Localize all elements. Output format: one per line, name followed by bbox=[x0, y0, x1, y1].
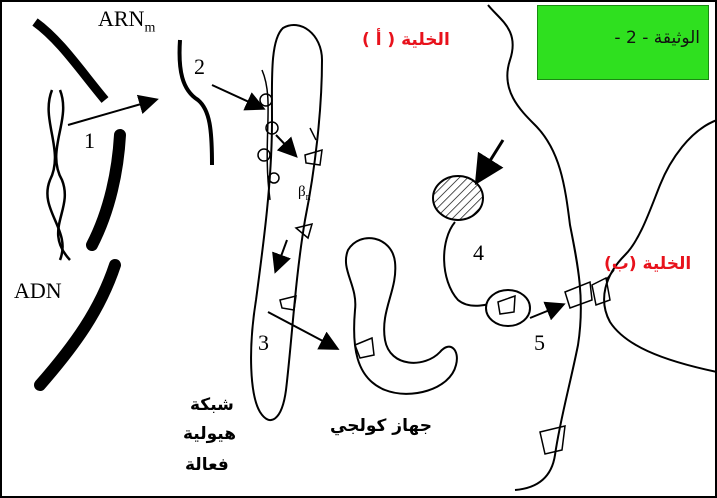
vesicle-lower bbox=[486, 290, 530, 326]
cell-b-membrane bbox=[604, 120, 717, 372]
golgi-apparatus bbox=[346, 238, 457, 394]
step-4-number: 4 bbox=[473, 240, 484, 266]
dna-strands bbox=[35, 22, 120, 385]
arrow-2 bbox=[212, 85, 262, 108]
exported-protein bbox=[540, 426, 565, 454]
mrna-label: ARNm bbox=[98, 6, 155, 36]
cell-a-label: الخلية ( أ ) bbox=[362, 30, 450, 50]
rough-er bbox=[251, 25, 322, 420]
step-2-number: 2 bbox=[194, 54, 205, 80]
beta-label: βn bbox=[298, 184, 311, 203]
arrow-1 bbox=[68, 100, 155, 125]
adn-label: ADN bbox=[14, 278, 62, 304]
arrow-5 bbox=[530, 305, 562, 318]
arrow-to-vesicle bbox=[478, 140, 503, 180]
rer-label-line1: شبكة bbox=[190, 395, 234, 415]
step-3-number: 3 bbox=[258, 330, 269, 356]
cell-b-label: الخلية (ب) bbox=[604, 254, 691, 274]
receptor bbox=[565, 270, 614, 308]
document-title-box: الوثيقة - 2 - bbox=[537, 5, 709, 80]
step-1-number: 1 bbox=[84, 128, 95, 154]
vesicle-upper bbox=[433, 176, 483, 220]
golgi-label: جهاز كولجي bbox=[330, 416, 432, 436]
rer-label-line2: هيولية bbox=[183, 424, 236, 444]
vesicle-path bbox=[444, 222, 498, 306]
rer-label-line3: فعالة bbox=[185, 455, 229, 475]
document-title: الوثيقة - 2 - bbox=[614, 28, 700, 48]
step-5-number: 5 bbox=[534, 330, 545, 356]
